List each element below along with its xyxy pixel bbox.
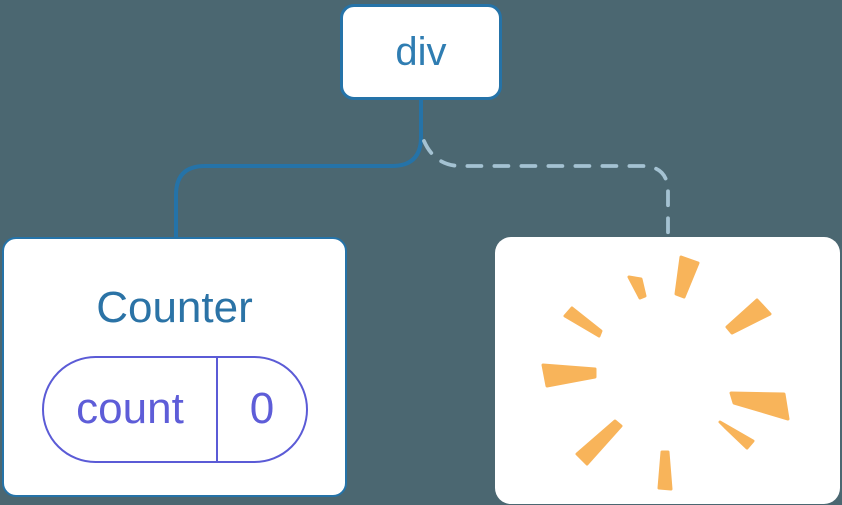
poof-ray: [541, 363, 597, 388]
root-node-div: div: [340, 4, 502, 100]
state-value: 0: [249, 383, 275, 433]
state-pill: count 0: [42, 356, 308, 463]
poof-ray: [627, 275, 647, 300]
poof-ray: [729, 391, 790, 421]
poof-ray: [718, 420, 755, 450]
removed-component-card: [495, 237, 840, 504]
poof-ray: [657, 450, 673, 491]
poof-burst: [541, 255, 790, 491]
counter-component-card: Counter count 0: [2, 237, 347, 497]
poof-icon: [541, 255, 790, 491]
connector-solid-edge: [174, 98, 423, 240]
poof-ray: [563, 306, 603, 338]
connector-dashed-edge: [422, 139, 670, 242]
state-key-label: count: [44, 358, 218, 461]
root-node-label: div: [395, 29, 447, 74]
poof-ray: [575, 419, 623, 466]
poof-ray: [674, 255, 700, 299]
poof-ray: [725, 298, 772, 335]
counter-title: Counter: [96, 283, 253, 332]
